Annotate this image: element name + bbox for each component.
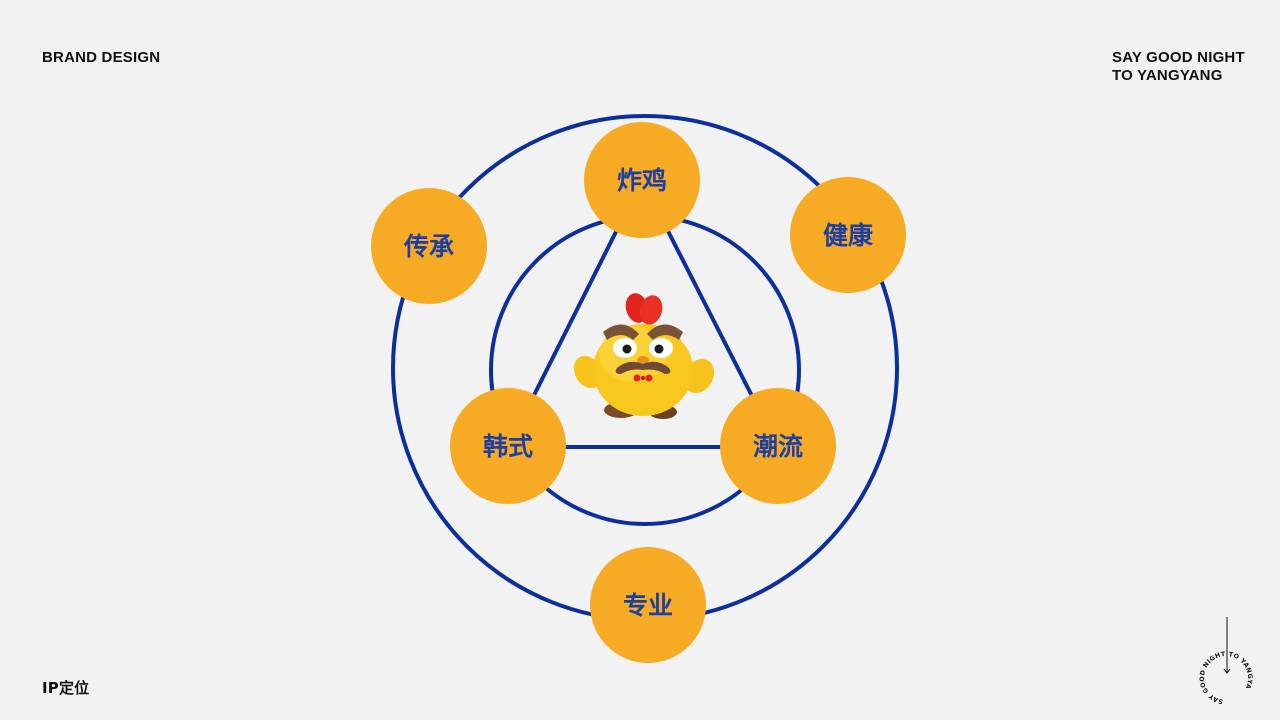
- tagline-line-1: SAY GOOD NIGHT: [1112, 49, 1245, 66]
- seal-logo: SAY GOOD NIGHT TO YANGYA: [1199, 617, 1253, 705]
- node-label-inner-left: 韩式: [483, 432, 533, 461]
- node-fried-chicken: 炸鸡: [584, 122, 700, 238]
- node-heritage: 传承: [371, 188, 487, 304]
- node-label-top: 炸鸡: [617, 166, 667, 195]
- node-label-left-top: 传承: [403, 232, 454, 261]
- node-trend: 潮流: [720, 388, 836, 504]
- node-professional: 专业: [590, 547, 706, 663]
- tagline-line-2: TO YANGYANG: [1112, 67, 1223, 84]
- node-label-right-top: 健康: [823, 221, 874, 250]
- seal-text: SAY GOOD NIGHT TO YANGYA: [1199, 651, 1253, 705]
- node-label-bottom: 专业: [623, 591, 673, 620]
- node-korean-style: 韩式: [450, 388, 566, 504]
- inner-triangle: [506, 178, 780, 449]
- mascot-chicken-image: [573, 293, 715, 419]
- node-label-inner-right: 潮流: [753, 432, 803, 461]
- tagline: SAY GOOD NIGHT TO YANGYANG: [1112, 49, 1245, 85]
- node-health: 健康: [790, 177, 906, 293]
- section-label: IP定位: [42, 679, 90, 697]
- brand-design-label: BRAND DESIGN: [42, 49, 161, 66]
